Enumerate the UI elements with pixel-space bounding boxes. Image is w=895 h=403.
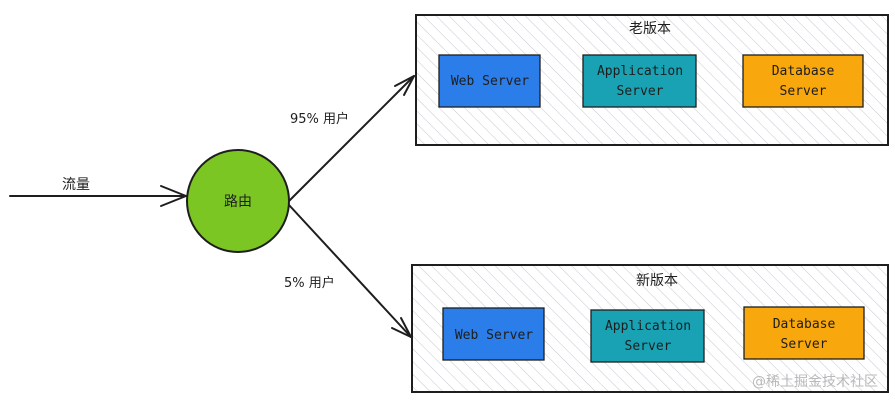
old-version-title: 老版本 xyxy=(629,21,671,37)
old-database-server-label-line1: Database xyxy=(772,64,835,79)
new-application-server-label-line1: Application xyxy=(605,319,691,334)
old-database-server-label-line2: Server xyxy=(780,84,827,99)
old-web-server-label: Web Server xyxy=(451,74,529,89)
new-application-server-label-line2: Server xyxy=(625,339,672,354)
new-web-server-box xyxy=(442,307,545,361)
old-application-server-box xyxy=(582,54,697,108)
old-application-server-label-line2: Server xyxy=(617,84,664,99)
old-database-server-box xyxy=(742,54,864,108)
new-database-server-label-line2: Server xyxy=(781,337,828,352)
traffic-arrow xyxy=(9,185,187,207)
new-application-server-box xyxy=(590,309,705,363)
route-label-old: 95% 用户 xyxy=(290,111,349,127)
old-web-server-box xyxy=(438,54,541,108)
route-arrow-new xyxy=(288,204,412,338)
old-version-group: 老版本 Web Server Application Server Databa… xyxy=(415,14,889,146)
new-version-group: 新版本 Web Server Application Server Databa… xyxy=(411,264,889,393)
router-label: 路由 xyxy=(224,194,252,210)
traffic-label: 流量 xyxy=(62,177,90,193)
new-database-server-label-line1: Database xyxy=(773,317,836,332)
old-application-server-label-line1: Application xyxy=(597,64,683,79)
router-node xyxy=(186,149,290,253)
new-web-server-label: Web Server xyxy=(455,328,533,343)
watermark: @稀土掘金技术社区 xyxy=(752,374,878,390)
new-version-title: 新版本 xyxy=(636,273,678,289)
route-arrow-old xyxy=(288,75,415,202)
route-label-new: 5% 用户 xyxy=(284,275,335,291)
new-database-server-box xyxy=(743,306,865,360)
